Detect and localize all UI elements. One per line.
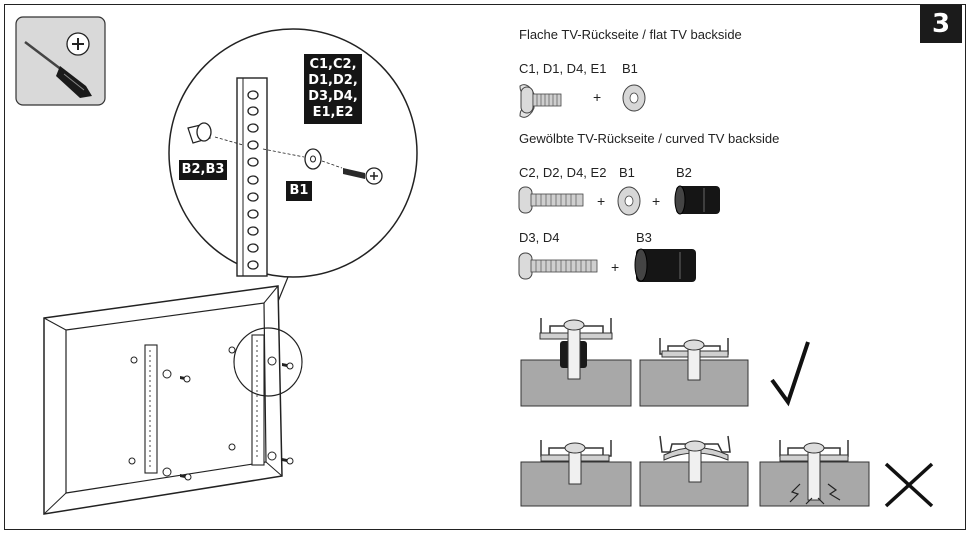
curved-row2-screw-label: D3, D4 [519, 230, 560, 245]
flat-parts [519, 84, 646, 118]
washer-callout-label: B1 [286, 181, 312, 201]
screws-callout-line: E1,E2 [312, 105, 354, 120]
page-frame [4, 4, 966, 530]
tv-back-drawing [43, 285, 303, 515]
correct-examples [520, 318, 810, 407]
curved-row1-plus-sign: + [597, 193, 606, 209]
curved-row1-screw-label: C2, D2, D4, E2 [519, 165, 607, 180]
curved-parts-row2 [518, 248, 696, 282]
curved-row2-plus-sign: + [611, 259, 620, 275]
screws-callout-line: C1,C2, [309, 57, 357, 72]
checkmark-icon [770, 341, 810, 407]
step-number-badge: 3 [920, 5, 962, 43]
curved-section-title: Gewölbte TV-Rückseite / curved TV backsi… [519, 131, 780, 146]
flat-washer-label: B1 [622, 61, 638, 76]
flat-screw-label: C1, D1, D4, E1 [519, 61, 607, 76]
screwdriver-icon [15, 16, 106, 106]
flat-plus-sign: + [593, 89, 602, 105]
curved-row1-washer-label: B1 [619, 165, 635, 180]
spacers-callout-label: B2,B3 [179, 160, 227, 180]
cross-icon [884, 462, 934, 508]
curved-row2-spacer-label: B3 [636, 230, 652, 245]
curved-parts-row1 [518, 185, 720, 216]
screws-callout-line: D3,D4, [308, 89, 358, 104]
screws-callout-label: C1,C2, D1,D2, D3,D4, E1,E2 [304, 54, 362, 124]
wrong-examples [520, 435, 934, 508]
curved-row1-spacer-label: B2 [676, 165, 692, 180]
flat-section-title: Flache TV-Rückseite / flat TV backside [519, 27, 742, 42]
curved-row1-plus-sign: + [652, 193, 661, 209]
detail-magnifier [168, 28, 418, 278]
screws-callout-line: D1,D2, [308, 73, 358, 88]
